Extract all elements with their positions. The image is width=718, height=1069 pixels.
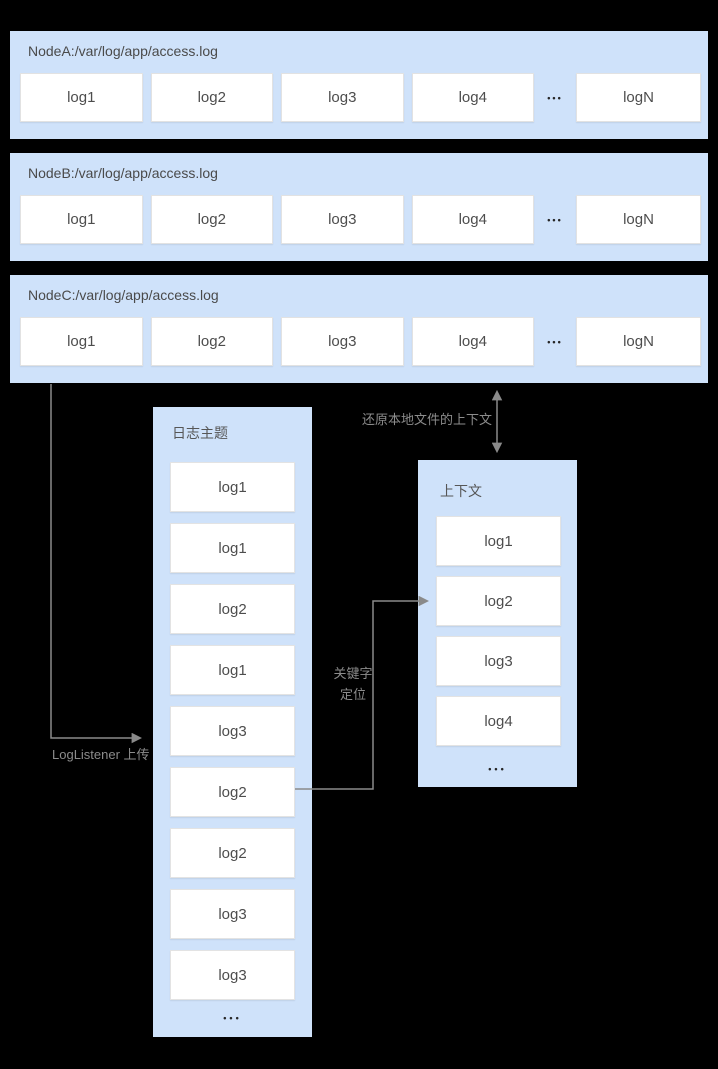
keyword-locate-label: 关键字 定位 (316, 663, 390, 705)
context-panel: 上下文 log1 log2 log3 log4 ••• (418, 460, 577, 787)
log-box: log4 (411, 317, 534, 366)
log-box: log2 (150, 195, 273, 244)
upload-label: LogListener 上传 (52, 747, 150, 762)
node-c-title: NodeC:/var/log/app/access.log (28, 287, 219, 303)
ellipsis-icon: ••• (547, 214, 563, 225)
node-b-log-row: log1 log2 log3 log4 ••• logN (20, 195, 701, 244)
ellipsis-icon: ••• (223, 1013, 242, 1023)
context-title: 上下文 (440, 483, 482, 499)
ellipsis-icon: ••• (547, 336, 563, 347)
context-items: log1 log2 log3 log4 (436, 516, 561, 746)
topic-log-item: log3 (170, 950, 295, 1000)
node-c-log-row: log1 log2 log3 log4 ••• logN (20, 317, 701, 366)
log-topic-panel: 日志主题 log1 log1 log2 log1 log3 log2 log2 … (153, 407, 312, 1037)
log-box: log4 (411, 73, 534, 122)
node-a-title: NodeA:/var/log/app/access.log (28, 43, 218, 59)
topic-log-item: log3 (170, 889, 295, 939)
ellipsis-icon: ••• (547, 92, 563, 103)
log-topic-items: log1 log1 log2 log1 log3 log2 log2 log3 … (170, 462, 295, 1000)
log-box: log2 (150, 73, 273, 122)
log-box: log1 (20, 317, 143, 366)
keyword-locate-label-line1: 关键字 (333, 666, 373, 681)
log-box: log3 (281, 195, 404, 244)
log-box: logN (576, 73, 701, 122)
log-box: log4 (411, 195, 534, 244)
topic-log-item: log2 (170, 767, 295, 817)
topic-log-item: log1 (170, 523, 295, 573)
node-b-title: NodeB:/var/log/app/access.log (28, 165, 218, 181)
topic-log-item: log1 (170, 645, 295, 695)
log-box: log3 (281, 317, 404, 366)
node-a-log-row: log1 log2 log3 log4 ••• logN (20, 73, 701, 122)
log-box: log1 (20, 195, 143, 244)
log-box: logN (576, 317, 701, 366)
node-a-block: NodeA:/var/log/app/access.log log1 log2 … (10, 31, 708, 139)
log-box: log3 (281, 73, 404, 122)
restore-context-label: 还原本地文件的上下文 (361, 412, 492, 427)
node-b-block: NodeB:/var/log/app/access.log log1 log2 … (10, 153, 708, 261)
context-log-item: log2 (436, 576, 561, 626)
context-log-item: log4 (436, 696, 561, 746)
keyword-locate-label-line2: 定位 (339, 687, 366, 702)
topic-log-item: log2 (170, 828, 295, 878)
log-box: log1 (20, 73, 143, 122)
topic-log-item: log2 (170, 584, 295, 634)
topic-log-item: log3 (170, 706, 295, 756)
topic-log-item: log1 (170, 462, 295, 512)
log-box: log2 (150, 317, 273, 366)
context-log-item: log1 (436, 516, 561, 566)
context-log-item: log3 (436, 636, 561, 686)
node-c-block: NodeC:/var/log/app/access.log log1 log2 … (10, 275, 708, 383)
log-box: logN (576, 195, 701, 244)
ellipsis-icon: ••• (488, 764, 507, 774)
loglistener-upload-arrow (50, 384, 143, 744)
log-topic-title: 日志主题 (172, 425, 228, 441)
